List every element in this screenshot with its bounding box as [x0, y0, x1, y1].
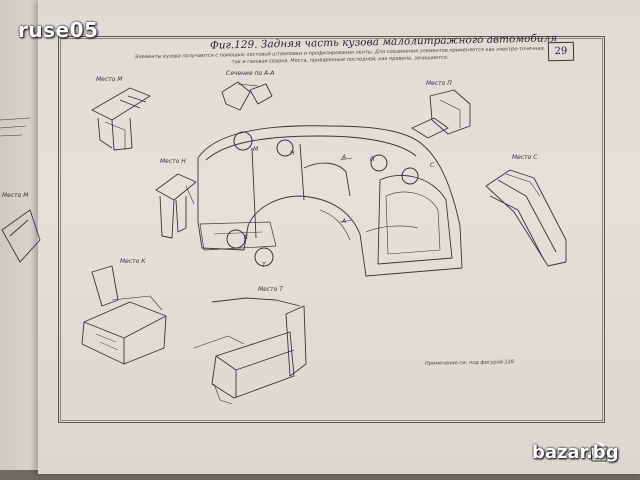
- callout-letter: Н: [290, 150, 295, 157]
- callout-letter: А: [342, 218, 347, 225]
- label-side-place-m: Место М: [2, 192, 29, 199]
- callout-letter: К: [244, 234, 249, 241]
- callout-letter: М: [253, 146, 259, 153]
- watermark-username: ruse05: [18, 18, 99, 42]
- part-place-p: [411, 89, 471, 139]
- part-place-t: [193, 297, 307, 405]
- brand-watermark: bazar.bg: [532, 442, 619, 463]
- callout-letter: А: [342, 154, 347, 161]
- left-part-sketch: [1, 209, 41, 263]
- part-section-aa: [221, 81, 273, 111]
- part-place-m: [91, 87, 151, 151]
- part-place-s: [485, 169, 567, 267]
- label-place-p: Место П: [426, 80, 452, 87]
- drawing-frame: [58, 36, 605, 423]
- part-place-n: [155, 173, 197, 239]
- label-place-s: Место С: [512, 154, 538, 161]
- label-place-n: Место Н: [160, 158, 186, 165]
- callout-letter: С: [430, 162, 435, 169]
- page-number-box: 29: [547, 41, 575, 62]
- book-page: [38, 0, 640, 474]
- label-section-aa: Сечение по А-А: [226, 70, 275, 77]
- shopping-bag-icon: [590, 442, 608, 462]
- callout-circles: [226, 131, 419, 267]
- label-place-t: Место Т: [258, 286, 283, 293]
- callout-letter: П: [370, 156, 375, 163]
- label-place-m: Место М: [96, 76, 123, 83]
- callout-letter: Т: [262, 262, 266, 269]
- label-place-k: Место К: [120, 258, 146, 265]
- rear-body-assembly: [197, 125, 463, 277]
- part-place-k: [81, 265, 167, 365]
